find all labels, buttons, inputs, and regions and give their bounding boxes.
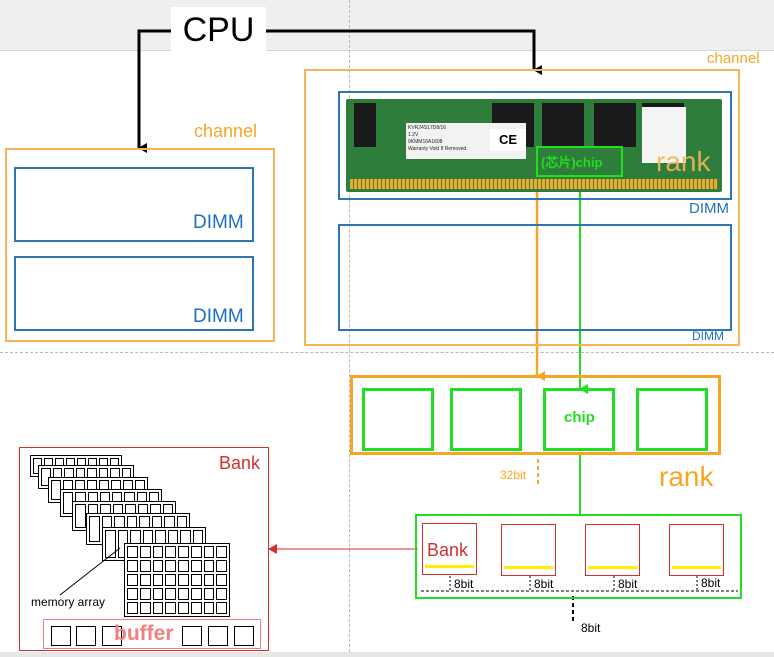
- rank-detail-box: [350, 375, 721, 455]
- bottom-bar: [0, 652, 774, 657]
- chip-callout-label: (芯片)chip: [541, 155, 603, 170]
- bank-detail-label: Bank: [219, 453, 261, 473]
- horizontal-divider: [0, 352, 774, 353]
- left-channel: [5, 148, 275, 342]
- chip-bank-1-label: Bank: [427, 540, 469, 560]
- vertical-divider: [349, 0, 350, 657]
- memory-array-label: memory array: [31, 595, 106, 609]
- right-dimm-top: [338, 91, 732, 200]
- chip-bank-3: [585, 524, 640, 576]
- right-channel-label: channel: [707, 50, 760, 67]
- rank-detail-label: rank: [659, 461, 714, 492]
- buffer-label: buffer: [114, 622, 174, 645]
- bank-3-width: 8bit: [618, 577, 638, 591]
- bus-32bit-label: 32bit: [500, 468, 527, 482]
- rank-chip-3: [543, 388, 615, 451]
- left-dimm-1: [14, 167, 254, 242]
- cpu-label: CPU: [171, 7, 266, 53]
- dimm-rank-label: rank: [656, 146, 711, 177]
- chip-callout-box: [536, 146, 623, 177]
- buffer-box: [43, 619, 261, 649]
- chip-bank-2: [501, 524, 556, 576]
- left-dimm-2: [14, 256, 254, 331]
- chip-bank-4: [669, 524, 724, 576]
- right-dimm-bottom-label: DIMM: [692, 329, 724, 343]
- gold-contacts: [350, 179, 718, 189]
- right-dimm-top-label: DIMM: [689, 200, 729, 217]
- right-channel: [304, 69, 740, 346]
- top-band: [0, 0, 774, 51]
- memory-array-stack: [30, 455, 230, 617]
- bank-1-width: 8bit: [454, 577, 474, 591]
- cpu-right-link: [266, 29, 542, 75]
- rank-chip-3-label: chip: [564, 409, 595, 426]
- memory-module-image: KVR24S17D8/16 1.2V 9KMM16A1608 Warranty …: [346, 99, 722, 192]
- chip-detail-box: [415, 514, 742, 599]
- left-dimm-2-label: DIMM: [193, 306, 244, 327]
- ce-mark: CE: [490, 129, 526, 151]
- chip-bank-1: [422, 523, 477, 575]
- left-channel-label: channel: [194, 121, 258, 141]
- cpu-left-link: [137, 29, 171, 153]
- rank-chip-1: [362, 388, 434, 451]
- chip-output-width: 8bit: [581, 621, 601, 635]
- bank-detail-box: [19, 447, 269, 651]
- rank-chip-4: [636, 388, 708, 451]
- bank-4-width: 8bit: [701, 576, 721, 590]
- left-dimm-1-label: DIMM: [193, 212, 244, 233]
- right-dimm-bottom: [338, 224, 732, 331]
- bank-2-width: 8bit: [534, 577, 554, 591]
- rank-chip-2: [450, 388, 522, 451]
